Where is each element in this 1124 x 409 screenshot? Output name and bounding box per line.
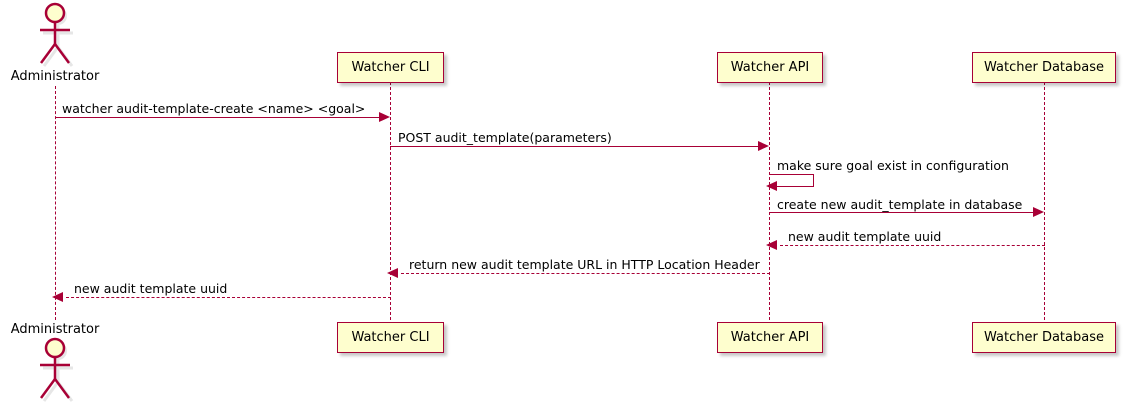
message-arrowhead-1 (379, 112, 390, 122)
actor-administrator-top (31, 2, 79, 72)
actor-administrator-bottom (31, 337, 79, 407)
lifeline-watcher-database (1044, 82, 1045, 320)
message-arrowhead-3 (766, 181, 777, 191)
participant-label-watcher-api-top: Watcher API (730, 60, 810, 75)
message-label-7: new audit template uuid (74, 281, 228, 296)
message-label-5: new audit template uuid (788, 229, 942, 244)
message-line-1 (55, 117, 381, 118)
message-arrowhead-7 (52, 292, 63, 302)
participant-label-watcher-database-bottom: Watcher Database (984, 330, 1104, 345)
message-line-2 (390, 146, 760, 147)
message-label-2: POST audit_template(parameters) (398, 130, 612, 145)
message-arrowhead-4 (1033, 207, 1044, 217)
message-arrowhead-5 (766, 240, 777, 250)
participant-watcher-cli-bottom[interactable]: Watcher CLI (337, 322, 444, 353)
message-label-4: create new audit_template in database (777, 197, 1023, 212)
message-line-7 (66, 297, 391, 298)
message-selfloop-3 (769, 174, 814, 187)
participant-label-administrator-bottom: Administrator (10, 322, 100, 337)
participant-label-watcher-cli-bottom: Watcher CLI (351, 330, 430, 345)
participant-watcher-database-bottom[interactable]: Watcher Database (972, 322, 1116, 353)
participant-label-watcher-cli-top: Watcher CLI (351, 60, 430, 75)
message-line-4 (769, 212, 1035, 213)
lifeline-watcher-api (769, 82, 770, 320)
participant-label-watcher-database-top: Watcher Database (984, 60, 1104, 75)
message-line-5 (780, 245, 1045, 246)
message-arrowhead-2 (758, 141, 769, 151)
message-label-6: return new audit template URL in HTTP Lo… (409, 257, 760, 272)
participant-label-administrator-top: Administrator (10, 69, 100, 84)
participant-watcher-cli-top[interactable]: Watcher CLI (337, 52, 444, 83)
message-line-6 (401, 273, 770, 274)
participant-watcher-api-top[interactable]: Watcher API (717, 52, 823, 83)
message-label-1: watcher audit-template-create <name> <go… (62, 101, 366, 116)
participant-watcher-api-bottom[interactable]: Watcher API (717, 322, 823, 353)
participant-label-watcher-api-bottom: Watcher API (730, 330, 810, 345)
message-arrowhead-6 (387, 268, 398, 278)
message-label-3: make sure goal exist in configuration (777, 158, 1009, 173)
lifeline-watcher-cli (390, 82, 391, 320)
participant-watcher-database-top[interactable]: Watcher Database (972, 52, 1116, 83)
lifeline-administrator (55, 86, 56, 320)
